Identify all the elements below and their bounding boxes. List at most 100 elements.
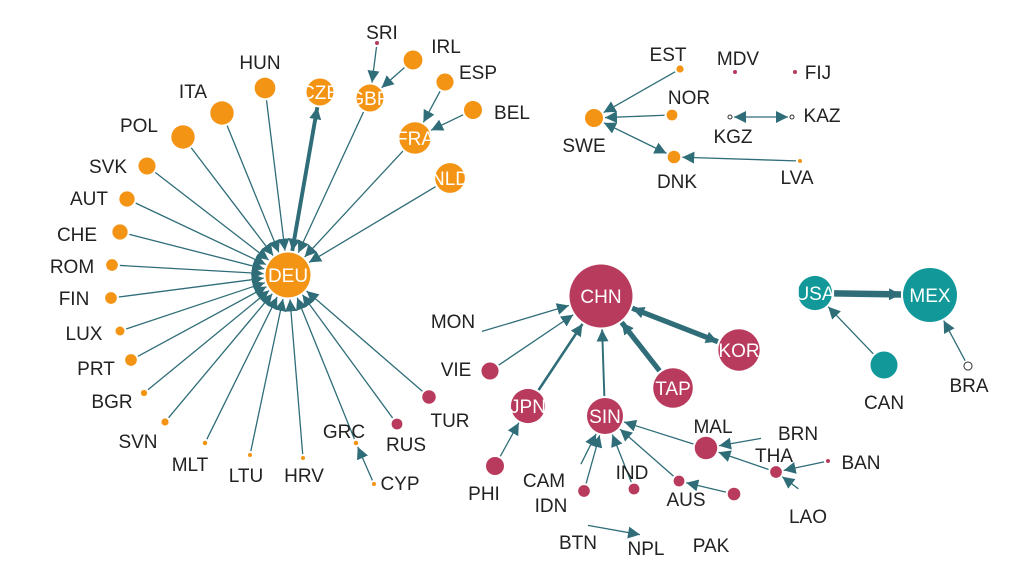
node-bel [464,101,482,119]
node-est [676,65,684,73]
edge-est-swe [603,71,676,114]
node-swe [585,109,603,127]
node-ita [210,101,234,125]
edge-bra-mex [943,320,966,361]
edge-kor-chn [631,305,719,345]
label-kgz: KGZ [713,127,752,148]
edge-ind-sin [611,434,632,483]
label-mon: MON [431,312,475,333]
label-rom: ROM [50,257,94,278]
node-lva [798,159,802,163]
label-mex: MEX [909,286,951,307]
node-grc [353,440,359,446]
label-mal: MAL [693,417,732,438]
edge-aut-deu [135,202,267,266]
edge-idn-sin [585,435,603,484]
label-aus: AUS [666,490,705,511]
label-pak: PAK [693,536,730,557]
edge-svk-deu [154,171,270,261]
node-svn [161,418,169,426]
label-phi: PHI [468,484,500,505]
edge-vie-chn [498,314,574,366]
node-bgr [140,389,148,397]
node-deu [265,252,311,298]
edge-tap-chn [619,320,662,373]
node-tap [653,368,693,408]
label-dnk: DNK [657,172,697,193]
edge-tur-deu [306,290,423,392]
label-ita: ITA [179,82,207,103]
node-can [870,351,898,379]
label-pol: POL [120,116,158,137]
label-jpn: JPN [510,397,546,418]
edge-ltu-deu [250,298,287,452]
node-pak [727,487,741,501]
label-gbr: GBR [349,89,390,110]
node-tha [770,466,782,478]
node-phi [486,457,504,475]
node-esp [436,73,454,91]
label-mdv: MDV [717,49,760,70]
label-kor: KOR [718,341,759,362]
edge-nld-deu [308,186,436,263]
node-chn [569,264,633,328]
edge-fra-deu [304,150,404,258]
edge-brn-mal [718,437,762,450]
label-usa: USA [795,284,834,305]
edge-phi-jpn [499,422,520,457]
label-idn: IDN [535,496,568,517]
label-prt: PRT [77,359,115,380]
label-fij: FIJ [805,63,831,84]
node-cze [306,78,334,106]
edge-tha-mal [718,450,769,471]
label-mlt: MLT [172,455,209,476]
edge-irl-gbr [381,67,405,89]
edge-jpn-chn [537,323,584,391]
node-hun [254,77,276,99]
label-tur: TUR [430,411,469,432]
node-gbr [356,84,384,112]
label-bra: BRA [949,376,988,397]
node-aut [119,191,135,207]
node-kgz [727,114,733,120]
label-brn: BRN [778,424,818,445]
edge-ban-tha [783,461,825,474]
edges-layer [118,46,966,539]
label-lao: LAO [789,507,827,528]
label-tap: TAP [655,379,691,400]
label-hun: HUN [239,53,280,74]
node-che [112,224,128,240]
label-npl: NPL [628,539,665,560]
node-pol [171,125,195,149]
node-mlt [202,440,208,446]
edge-lva-dnk [682,151,797,164]
label-grc: GRC [323,422,365,443]
edge-cam-sin [580,433,597,465]
edge-gbr-deu [297,111,365,254]
label-chn: CHN [580,287,621,308]
node-fra [399,122,431,154]
node-fin [105,292,117,304]
edge-sin-chn [596,329,609,397]
label-btn: BTN [559,533,597,554]
edge-pak-aus [686,479,727,493]
label-svk: SVK [89,157,127,178]
edge-bgr-deu [147,290,270,391]
node-kaz [789,114,795,120]
label-kaz: KAZ [804,106,841,127]
node-lux [115,326,125,336]
edge-rom-deu [119,264,264,279]
label-bel: BEL [494,103,530,124]
edge-mal-sin [623,419,694,445]
node-irl [403,50,423,70]
label-can: CAN [864,393,904,414]
edge-bel-fra [430,114,464,131]
node-mex [903,268,957,322]
edge-mon-chn [481,303,570,333]
edge-usa-mex [834,288,902,301]
edge-hun-deu [265,100,290,251]
node-nor [666,109,678,121]
label-swe: SWE [562,136,605,157]
node-prt [125,354,137,366]
